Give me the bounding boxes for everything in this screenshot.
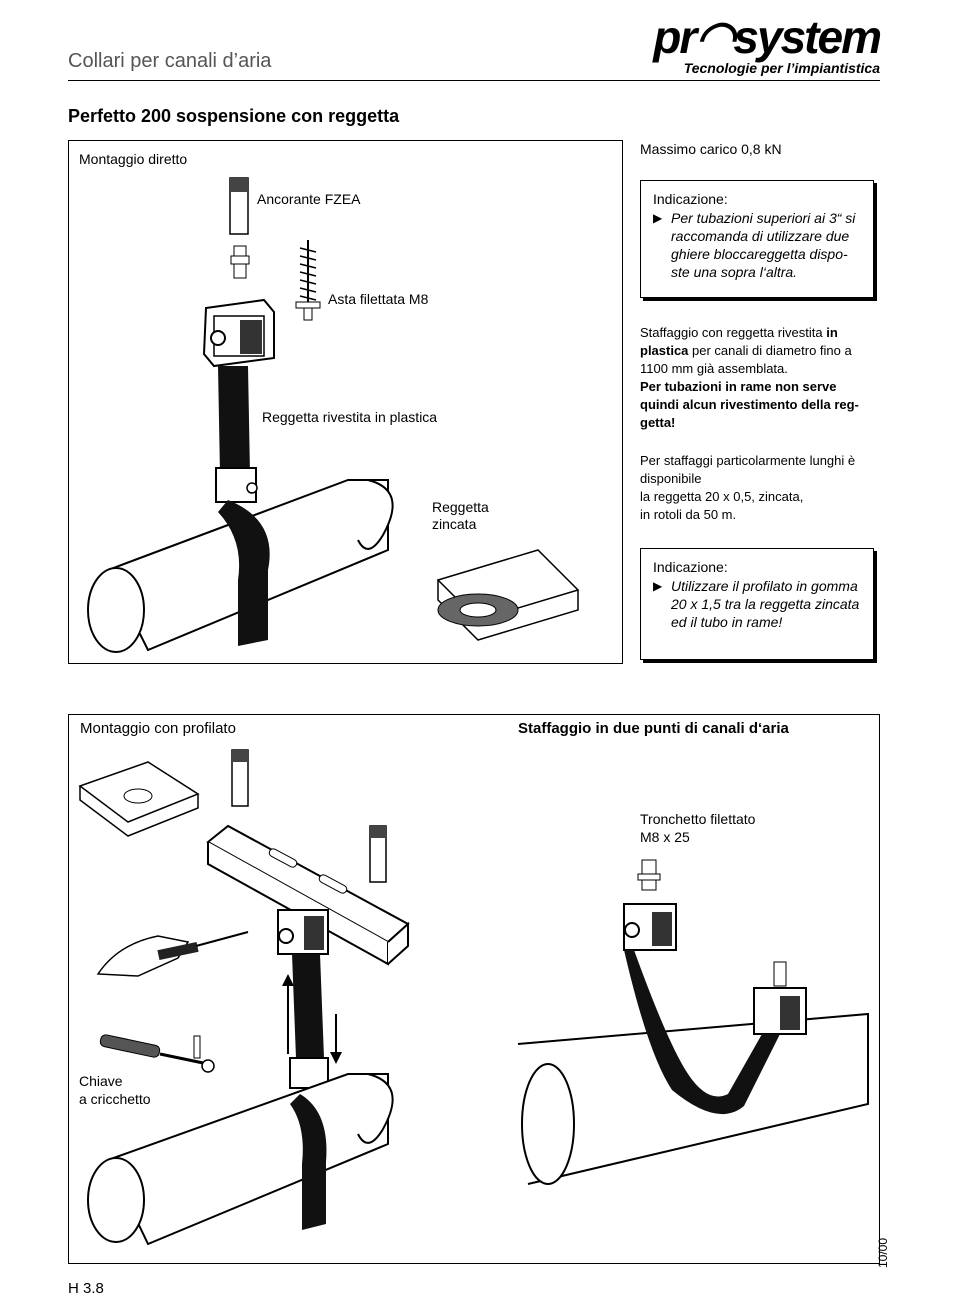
label-zinc-strap-1: Reggetta — [432, 499, 489, 515]
label-ratchet-2: a cricchetto — [79, 1091, 151, 1107]
panel-profile-title: Montaggio con profilato — [80, 720, 236, 737]
rubber-profile-drawing — [78, 761, 200, 837]
para-text: Per staffaggi particolarmente lunghi è — [640, 453, 856, 468]
paragraph-plastic-strap: Staffaggio con reggetta rivestita in pla… — [640, 324, 880, 432]
note-2-line: Utilizzare il profilato in gomma — [671, 578, 858, 594]
strap-roll-drawing — [436, 549, 580, 641]
label-ratchet-1: Chiave — [79, 1073, 123, 1089]
revision-date: 10/00 — [876, 1237, 890, 1268]
ratchet-wrench-drawing — [99, 1034, 215, 1073]
label-anchor-fzea: Ancorante FZEA — [257, 191, 361, 207]
logo-tagline: Tecnologie per l’impiantistica — [683, 60, 880, 76]
note-1-line: raccomanda di utilizzare due — [671, 228, 850, 244]
note-1-title: Indicazione: — [653, 191, 728, 207]
threaded-rod-drawing — [295, 240, 321, 321]
profile-mounting-illustration — [78, 749, 869, 1246]
screwdriver-drawing — [96, 931, 249, 977]
document-header-title: Collari per canali d’aria — [68, 50, 272, 72]
max-load-text: Massimo carico 0,8 kN — [640, 141, 782, 157]
header-divider — [68, 80, 880, 81]
rail-clamp-drawing — [277, 909, 329, 955]
mounting-rail-drawing — [206, 824, 410, 966]
section-title: Perfetto 200 sospensione con reggetta — [68, 106, 400, 126]
paragraph-strap-roll: Per staffaggi particolarmente lunghi è d… — [640, 452, 880, 524]
anchor-drawing — [229, 177, 249, 235]
logo-wordmark: pr◠system — [653, 11, 882, 63]
para-text: Staffaggio con reggetta rivestita — [640, 325, 827, 340]
page-number: H 3.8 — [68, 1280, 104, 1297]
direct-mounting-illustration — [87, 177, 580, 653]
note-2-line: 20 x 1,5 tra la reggetta zincata — [671, 596, 860, 612]
pipe-drawing — [87, 1073, 394, 1246]
label-threaded-rod: Asta filettata M8 — [328, 291, 429, 307]
two-point-clamp-drawing — [623, 903, 807, 1115]
note-1-line: ste una sopra l‘altra. — [671, 264, 798, 280]
para-text-bold: plastica — [640, 343, 689, 358]
label-threaded-stud-2: M8 x 25 — [640, 829, 690, 845]
para-text: 1100 mm già assemblata. — [640, 361, 788, 376]
panel-direct-mounting-title: Montaggio diretto — [79, 151, 188, 167]
panel-direct-mounting — [68, 140, 623, 664]
para-text: disponibile — [640, 471, 702, 486]
para-text-bold: in — [826, 325, 838, 340]
label-plastic-strap: Reggetta rivestita in plastica — [262, 409, 438, 425]
para-text: in rotoli da 50 m. — [640, 507, 737, 522]
arrow-right-icon: ▶ — [653, 579, 663, 593]
note-box-2: Indicazione: ▶ Utilizzare il profilato i… — [640, 548, 874, 660]
para-text-bold: quindi alcun rivestimento della reg- — [640, 397, 859, 412]
para-text-bold: Per tubazioni in rame non serve — [640, 379, 837, 394]
note-2-title: Indicazione: — [653, 559, 728, 575]
note-1-line: ghiere bloccareggetta dispo- — [671, 246, 848, 262]
threaded-stud-drawing — [637, 859, 661, 891]
panel-two-point-title: Staffaggio in due punti di canali d‘aria — [518, 720, 789, 737]
note-1-line: Per tubazioni superiori ai 3“ si — [671, 210, 856, 226]
note-2-line: ed il tubo in rame! — [671, 614, 783, 630]
anchor-drawing — [231, 749, 387, 883]
note-box-1: Indicazione: ▶ Per tubazioni superiori a… — [640, 180, 874, 298]
arrow-right-icon: ▶ — [653, 211, 663, 225]
lower-clamp-drawing — [215, 467, 258, 503]
upper-clamp-drawing — [202, 298, 275, 368]
para-text: per canali di diametro fino a — [688, 343, 852, 358]
brand-logo: pr◠system Tecnologie per l’impiantistica — [653, 11, 882, 76]
pipe-drawing — [87, 479, 394, 653]
para-text: la reggetta 20 x 0,5, zincata, — [640, 489, 804, 504]
label-zinc-strap-2: zincata — [432, 516, 477, 532]
panel-profile-mounting — [68, 714, 880, 1264]
label-threaded-stud-1: Tronchetto filettato — [640, 811, 756, 827]
para-text-bold: getta! — [640, 415, 676, 430]
bolt-drawing — [230, 245, 250, 279]
